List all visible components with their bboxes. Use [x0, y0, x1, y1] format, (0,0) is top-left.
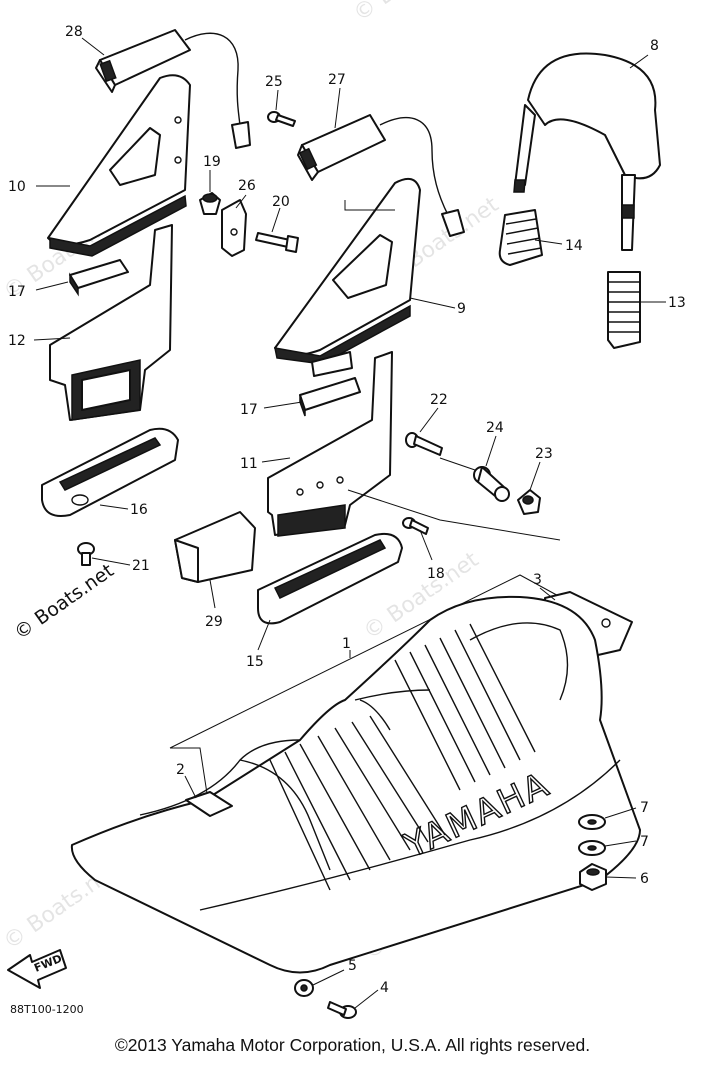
watermark-visible: © Boats.net [10, 560, 118, 645]
callout-23: 23 [535, 446, 553, 462]
part-27-light-unit [297, 114, 465, 237]
callout-9: 9 [457, 301, 466, 317]
part-24-spacer [473, 466, 510, 502]
part-19-collar [199, 192, 221, 215]
callout-4: 4 [380, 980, 389, 996]
part-9-backrest-frame [274, 177, 421, 377]
part-13-bellows [607, 271, 641, 349]
part-23-nut [517, 489, 541, 515]
part-8-headrest [513, 52, 661, 251]
part-22-bolt [405, 432, 443, 456]
callout-22: 22 [430, 392, 448, 408]
callout-17-left: 17 [8, 284, 26, 300]
callout-5: 5 [348, 958, 357, 974]
callout-24: 24 [486, 420, 504, 436]
part-1-seat [70, 595, 641, 974]
callout-13: 13 [668, 295, 686, 311]
fwd-arrow-icon: FWD [7, 949, 67, 989]
part-21-screw [77, 542, 95, 566]
callout-leaders [33, 37, 666, 1009]
watermark: © Boats.net [349, 0, 474, 27]
part-14-bellows [498, 209, 543, 266]
part-12-bracket [49, 224, 173, 421]
copyright-notice: ©2013 Yamaha Motor Corporation, U.S.A. A… [114, 1035, 591, 1055]
callout-25: 25 [265, 74, 283, 90]
callout-26: 26 [238, 178, 256, 194]
callout-6: 6 [640, 871, 649, 887]
part-5-washer [294, 979, 314, 997]
part-20-bolt [255, 232, 299, 253]
part-18-screw [402, 517, 429, 535]
callout-14: 14 [565, 238, 583, 254]
callout-17-center: 17 [240, 402, 258, 418]
callout-2: 2 [176, 762, 185, 778]
part-17-pad-left [69, 259, 129, 297]
callout-7-upper: 7 [640, 800, 649, 816]
callout-8: 8 [650, 38, 659, 54]
callout-1: 1 [342, 636, 351, 652]
callout-3: 3 [533, 572, 542, 588]
callout-11: 11 [240, 456, 258, 472]
part-15-lower-pad [257, 532, 403, 625]
callout-numbers: 28 10 17 12 16 21 19 26 20 25 27 8 14 13… [8, 24, 686, 996]
part-6-nut [579, 863, 607, 891]
part-10-backrest-frame [47, 74, 191, 257]
callout-16: 16 [130, 502, 148, 518]
part-25-screw [267, 111, 296, 127]
callout-20: 20 [272, 194, 290, 210]
callout-19: 19 [203, 154, 221, 170]
callout-27: 27 [328, 72, 346, 88]
part-4-screw [327, 1001, 357, 1019]
callout-10: 10 [8, 179, 26, 195]
part-7-washer [578, 814, 606, 830]
callout-12: 12 [8, 333, 26, 349]
drawing-number: 88T100-1200 [10, 1003, 84, 1016]
part-16-lower-pad [41, 427, 179, 517]
callout-7-lower: 7 [640, 834, 649, 850]
callout-18: 18 [427, 566, 445, 582]
part-29-cover [174, 511, 256, 583]
part-17-pad-center [299, 377, 361, 417]
part-11-bracket [267, 351, 393, 537]
callout-15: 15 [246, 654, 264, 670]
part-7-washer [578, 840, 606, 856]
callout-29: 29 [205, 614, 223, 630]
callout-28: 28 [65, 24, 83, 40]
part-26-clip [221, 199, 247, 257]
part-28-light-unit [95, 29, 251, 149]
callout-21: 21 [132, 558, 150, 574]
